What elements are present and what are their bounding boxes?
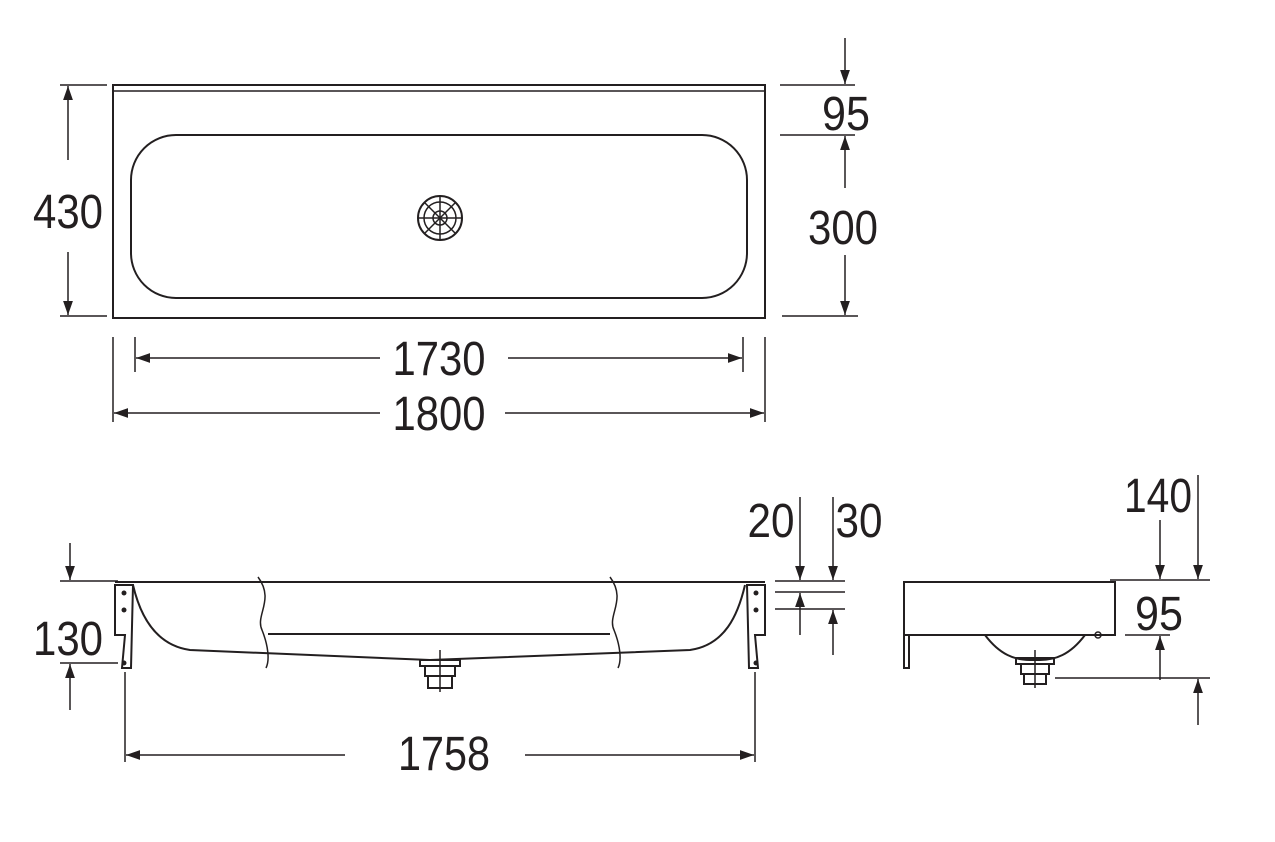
dimension-1730: 1730 [393, 333, 486, 386]
side-drain-fitting [1015, 650, 1055, 688]
dimension-130: 130 [33, 613, 103, 666]
drain-fitting [419, 650, 461, 692]
dimension-30: 30 [836, 495, 883, 548]
top-view: 430 95 300 1730 1800 [33, 38, 878, 441]
dimension-95-side: 95 [1135, 588, 1183, 641]
basin-profile [132, 584, 746, 662]
basin-outline [130, 134, 748, 299]
dimension-430: 430 [33, 186, 103, 239]
dimension-140: 140 [1124, 470, 1192, 523]
bracket-right [745, 584, 766, 669]
bracket-left [114, 584, 135, 669]
front-view: 130 20 30 1758 [33, 495, 883, 781]
sink-outline [112, 84, 766, 319]
drain-icon [417, 195, 463, 241]
side-body [903, 581, 1116, 636]
break-line-left [257, 576, 269, 669]
dimension-20: 20 [748, 495, 795, 548]
dimension-1758: 1758 [398, 728, 490, 781]
side-view: 140 95 [903, 470, 1210, 725]
dimension-95-top: 95 [822, 88, 870, 141]
dimension-1800: 1800 [393, 388, 486, 441]
break-line-right [609, 576, 621, 669]
dimension-300: 300 [808, 202, 878, 255]
side-bracket [903, 634, 910, 669]
